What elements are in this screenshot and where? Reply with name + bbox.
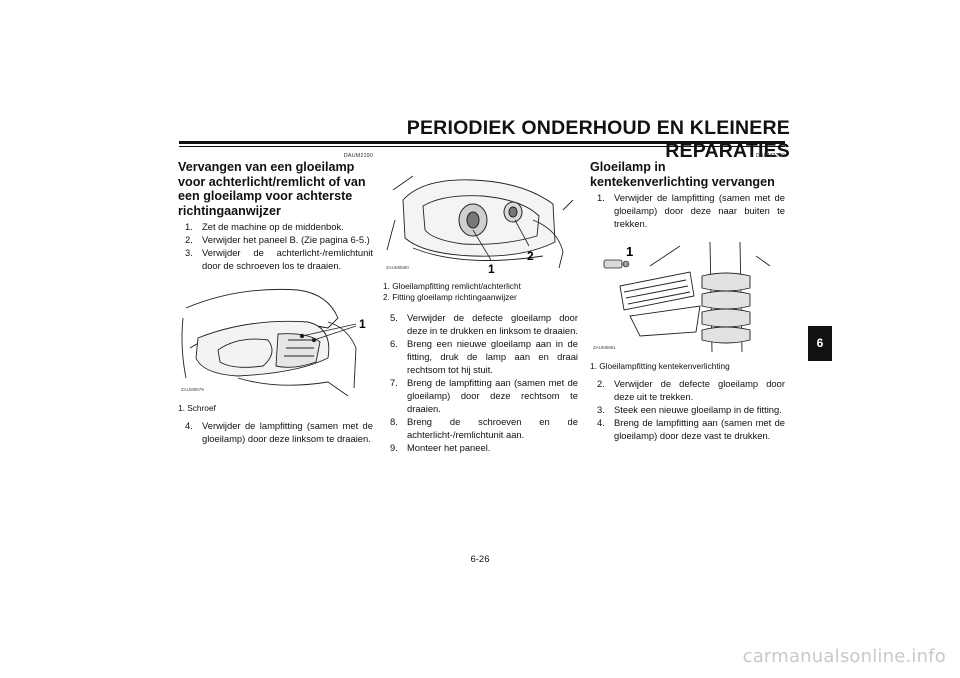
taillight-illustration: 1: [181, 288, 366, 397]
steps-list: 5.Verwijder de defecte gloeilamp door de…: [383, 311, 578, 454]
bulb-socket-illustration: 1 2: [386, 175, 574, 276]
column-left: DAUM2190 Vervangen van een gloeilamp voo…: [178, 150, 373, 445]
step-item: 9.Monteer het paneel.: [390, 442, 491, 453]
figure-bulb-sockets: 1 2 ZAUM0680: [383, 160, 578, 278]
steps-list: 4.Verwijder de lampfitting (samen met de…: [178, 419, 373, 445]
figure-caption: 2. Fitting gloeilamp richtingaanwijzer: [383, 292, 517, 302]
license-light-illustration: 1: [603, 241, 771, 353]
step-item: 8.Breng de schroeven en de achterlicht-/…: [390, 416, 578, 440]
step-item: 2.Verwijder de defecte gloeilamp door de…: [597, 378, 785, 402]
figure-callout-1: 1: [488, 262, 495, 276]
watermark: carmanualsonline.info: [742, 646, 946, 667]
header-rule: [179, 141, 785, 144]
section-heading: Vervangen van een gloeilamp voor achterl…: [178, 160, 366, 218]
column-middle: 1 2 ZAUM0680 1. Gloeilampfitting remlich…: [383, 150, 578, 454]
header-rule-thin: [179, 146, 785, 147]
steps-list: 1.Zet de machine op de middenbok. 2.Verw…: [178, 220, 373, 272]
step-item: 3.Verwijder de achterlicht-/remlichtunit…: [185, 247, 373, 271]
column-right: DAUM2200 Gloeilamp in kentekenverlichtin…: [590, 150, 785, 442]
step-item: 1.Zet de machine op de middenbok.: [185, 221, 344, 232]
section-code: DAUM2200: [755, 153, 785, 159]
step-item: 4.Verwijder de lampfitting (samen met de…: [185, 420, 373, 444]
figure-code: ZAUM0681: [593, 345, 616, 350]
page-header-title: PERIODIEK ONDERHOUD EN KLEINERE REPARATI…: [406, 117, 790, 162]
figure-taillight-screws: 1 ZAUM0679: [178, 278, 373, 400]
figure-callout-2: 2: [527, 249, 534, 263]
step-item: 4.Breng de lampfitting aan (samen met de…: [597, 417, 785, 441]
figure-caption: 1. Gloeilampfitting remlicht/achterlicht: [383, 281, 521, 291]
step-item: 5.Verwijder de defecte gloeilamp door de…: [390, 312, 578, 336]
step-item: 7.Breng de lampfitting aan (samen met de…: [390, 377, 578, 414]
steps-list: 1.Verwijder de lampfitting (samen met de…: [590, 191, 785, 230]
step-item: 1.Verwijder de lampfitting (samen met de…: [597, 192, 785, 229]
figure-caption: 1. Gloeilampfitting kentekenverlichting: [590, 361, 730, 371]
step-item: 6.Breng een nieuwe gloeilamp aan in de f…: [390, 338, 578, 375]
section-heading: Gloeilamp in kentekenverlichting vervang…: [590, 160, 775, 189]
step-item: 3.Steek een nieuwe gloeilamp in de fitti…: [597, 404, 782, 415]
figure-callout-1: 1: [359, 317, 366, 331]
figure-caption: 1. Schroef: [178, 403, 216, 413]
figure-code: ZAUM0679: [181, 387, 204, 392]
figure-callout-1: 1: [626, 244, 633, 259]
steps-list: 2.Verwijder de defecte gloeilamp door de…: [590, 377, 785, 442]
page-number: 6-26: [470, 554, 490, 565]
figure-license-light: 1 ZAUM0681: [590, 236, 785, 358]
section-code: DAUM2190: [343, 153, 373, 159]
chapter-tab: 6: [808, 326, 832, 361]
step-item: 2.Verwijder het paneel B. (Zie pagina 6-…: [185, 234, 370, 245]
figure-code: ZAUM0680: [386, 265, 409, 270]
